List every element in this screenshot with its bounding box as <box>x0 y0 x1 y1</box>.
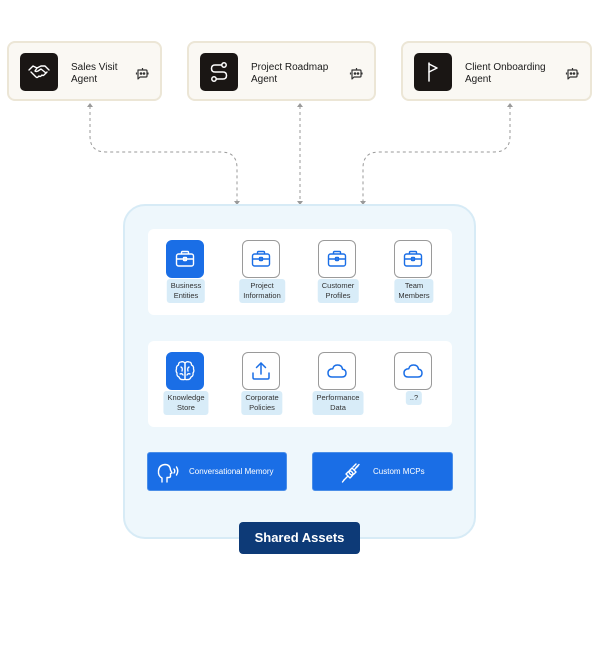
briefcase-icon <box>242 240 280 278</box>
shared-assets-title: Shared Assets <box>239 522 360 554</box>
agent-card-sales-visit[interactable]: Sales Visit Agent <box>7 41 162 101</box>
asset-label: Customer Profiles <box>317 279 359 303</box>
speaking-head-icon <box>157 463 179 483</box>
asset-label: Knowledge Store <box>163 391 209 415</box>
handshake-icon <box>20 53 58 91</box>
cloud-icon <box>318 352 356 390</box>
agent-label: Client Onboarding Agent <box>465 62 546 85</box>
custom-mcps-button[interactable]: Custom MCPs <box>312 452 453 491</box>
conversational-memory-button[interactable]: Conversational Memory <box>147 452 287 491</box>
plug-icon <box>341 463 360 483</box>
agent-card-client-onboarding[interactable]: Client Onboarding Agent <box>401 41 592 101</box>
briefcase-icon <box>166 240 204 278</box>
agent-label: Project Roadmap Agent <box>251 62 329 85</box>
route-icon <box>200 53 238 91</box>
cloud-icon <box>394 352 432 390</box>
asset-unknown[interactable]: ..? <box>379 352 449 432</box>
asset-performance-data[interactable]: Performance Data <box>303 352 373 432</box>
bot-icon[interactable] <box>349 66 363 80</box>
asset-label: ..? <box>405 391 423 405</box>
briefcase-icon <box>318 240 356 278</box>
bot-icon[interactable] <box>135 66 149 80</box>
custom-mcps-label: Custom MCPs <box>373 467 425 476</box>
flag-icon <box>414 53 452 91</box>
asset-business-entities[interactable]: Business Entities <box>151 240 221 320</box>
asset-customer-profiles[interactable]: Customer Profiles <box>303 240 373 320</box>
asset-label: Team Members <box>394 279 434 303</box>
asset-label: Project Information <box>239 279 285 303</box>
asset-label: Corporate Policies <box>241 391 283 415</box>
upload-icon <box>242 352 280 390</box>
briefcase-icon <box>394 240 432 278</box>
asset-label: Performance Data <box>312 391 364 415</box>
asset-corporate-policies[interactable]: Corporate Policies <box>227 352 297 432</box>
agent-card-project-roadmap[interactable]: Project Roadmap Agent <box>187 41 376 101</box>
asset-team-members[interactable]: Team Members <box>379 240 449 320</box>
agent-label: Sales Visit Agent <box>71 62 118 85</box>
brain-icon <box>166 352 204 390</box>
asset-label: Business Entities <box>166 279 206 303</box>
asset-project-information[interactable]: Project Information <box>227 240 297 320</box>
asset-knowledge-store[interactable]: Knowledge Store <box>151 352 221 432</box>
bot-icon[interactable] <box>565 66 579 80</box>
conversational-memory-label: Conversational Memory <box>189 467 274 476</box>
